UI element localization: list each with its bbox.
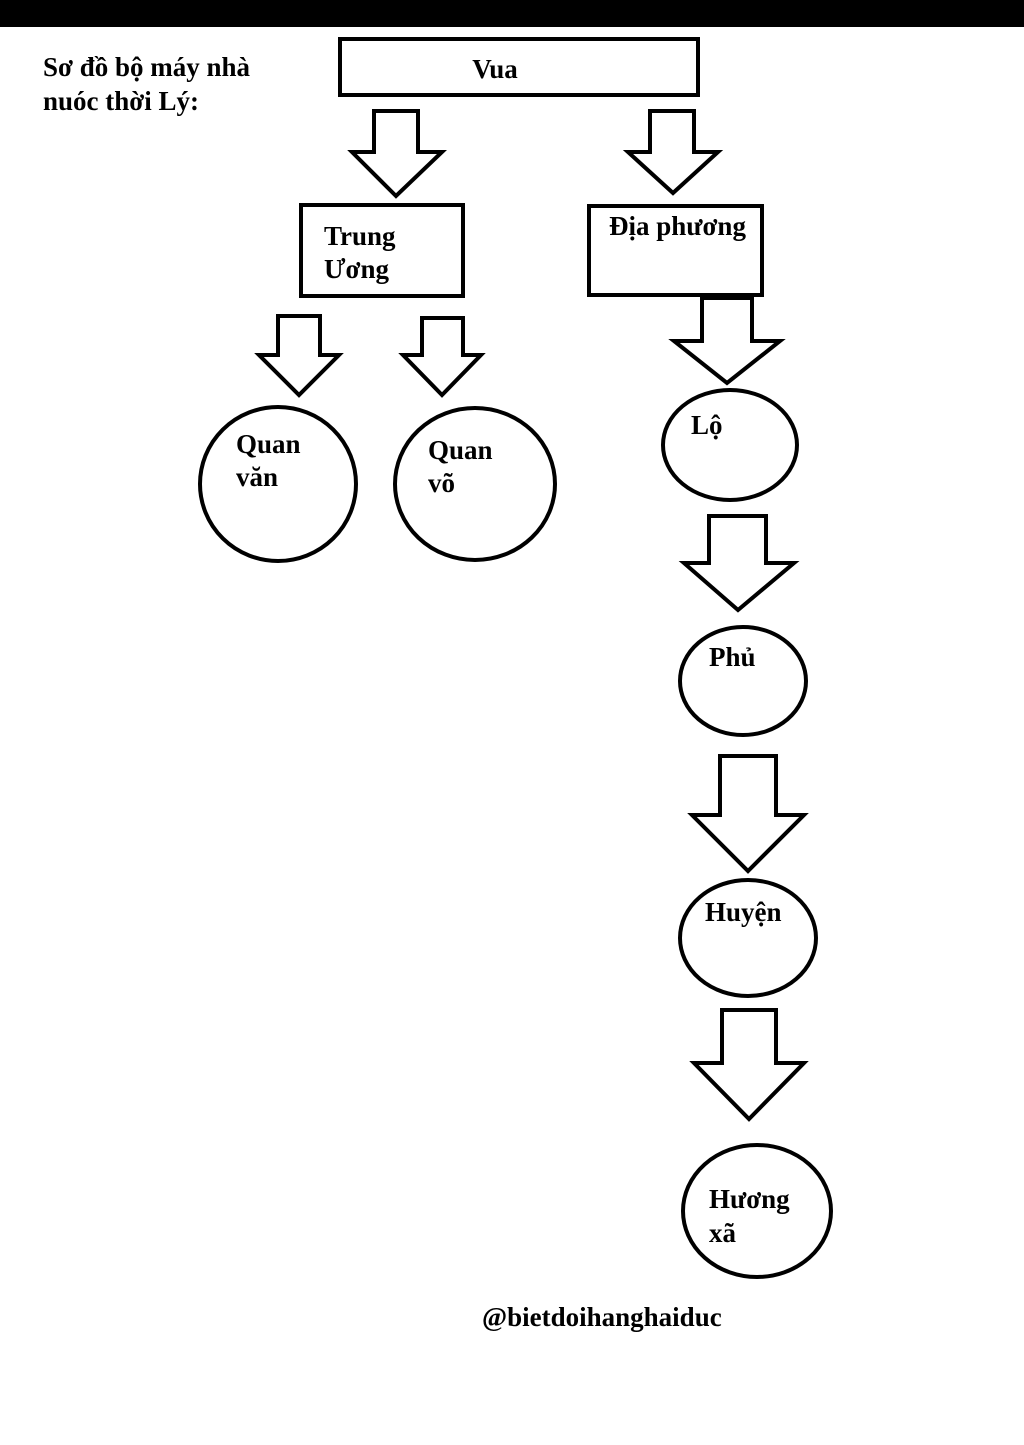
node-quan-vo: Quan võ xyxy=(393,406,557,562)
diagram-title: Sơ đồ bộ máy nhà nuóc thời Lý: xyxy=(43,52,251,116)
watermark-handle: @bietdoihanghaiduc xyxy=(482,1302,722,1332)
arrow-lo-to-phu xyxy=(678,514,800,613)
node-huong-xa-label-line1: Hương xyxy=(709,1184,790,1214)
node-phu: Phủ xyxy=(678,625,808,737)
node-quan-van-label-line2: văn xyxy=(236,462,278,492)
arrow-phu-to-huyen xyxy=(687,754,809,874)
node-lo-label: Lộ xyxy=(691,410,723,440)
arrow-trung-uong-to-quan-van xyxy=(254,314,344,398)
node-vua-label: Vua xyxy=(472,54,518,84)
node-trung-uong-label-line2: Ương xyxy=(324,254,389,284)
node-vua: Vua xyxy=(338,37,700,97)
top-black-bar xyxy=(0,0,1024,27)
arrow-vua-to-trung-uong xyxy=(347,109,447,199)
node-huyen: Huyện xyxy=(678,878,818,998)
node-huyen-label: Huyện xyxy=(705,897,782,927)
node-lo: Lộ xyxy=(661,388,799,502)
node-quan-vo-label-line2: võ xyxy=(428,468,455,498)
node-quan-van-label-line1: Quan xyxy=(236,429,301,459)
node-huong-xa: Hương xã xyxy=(681,1143,833,1279)
node-dia-phuong-label: Địa phương xyxy=(609,211,746,241)
arrow-trung-uong-to-quan-vo xyxy=(398,316,486,398)
arrow-huyen-to-huong-xa xyxy=(689,1008,809,1122)
node-quan-van: Quan văn xyxy=(198,405,358,563)
node-quan-vo-label-line1: Quan xyxy=(428,435,493,465)
node-trung-uong-label-line1: Trung xyxy=(324,221,396,251)
arrow-dia-phuong-to-lo xyxy=(668,296,786,386)
node-dia-phuong: Địa phương xyxy=(587,204,764,297)
arrow-vua-to-dia-phuong xyxy=(622,109,724,196)
node-phu-label: Phủ xyxy=(709,642,756,672)
node-huong-xa-label-line2: xã xyxy=(709,1218,737,1248)
node-trung-uong: Trung Ương xyxy=(299,203,465,298)
